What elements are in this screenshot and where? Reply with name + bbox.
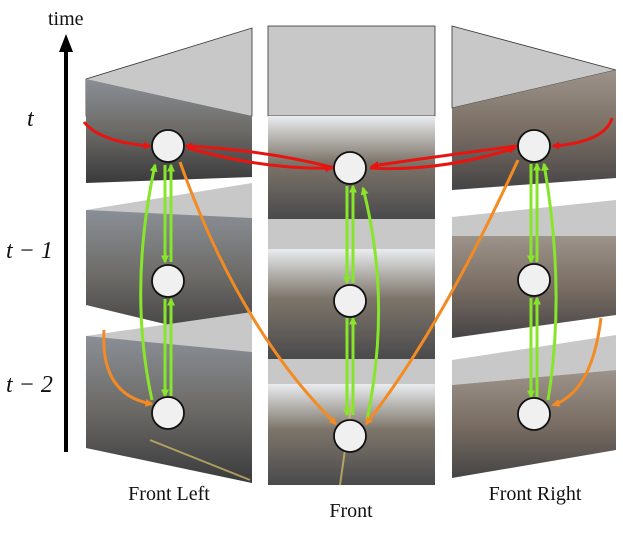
- node-front-t-minus-2: [333, 419, 367, 453]
- node-front-t: [333, 151, 367, 185]
- edge-left-entry-to-fl-t-2: [102, 329, 154, 407]
- cross-edges: [102, 159, 603, 426]
- front-right-frame-t-minus-1: [452, 200, 616, 236]
- time-label-t: t: [27, 106, 35, 132]
- spatial-edges: [82, 117, 614, 173]
- edge-fr-t-2-to-t: [541, 162, 558, 401]
- front-left-frame-t-minus-1: [86, 183, 252, 218]
- node-front-right-t-minus-2: [517, 397, 551, 431]
- time-axis-label: time: [48, 8, 84, 30]
- edge-fr-t-to-f-t-2: [364, 159, 520, 426]
- edge-right-entry-to-fr-t-2: [551, 317, 603, 407]
- node-front-right-t: [517, 129, 551, 163]
- node-front-left-t-minus-2: [151, 396, 185, 430]
- edge-f-t-2-to-t: [360, 186, 381, 421]
- edge-fl-t-2-to-t: [139, 163, 158, 401]
- edge-fr-t-to-f-t: [370, 144, 518, 170]
- node-front-right-t-minus-1: [517, 263, 551, 297]
- node-front-t-minus-1: [333, 284, 367, 318]
- time-axis-arrowhead: [59, 34, 73, 52]
- time-label-t-minus-2: t − 2: [6, 372, 53, 398]
- temporal-edges: [139, 162, 558, 421]
- camera-label-front: Front: [329, 500, 373, 522]
- edge-f-t-to-fr-t: [369, 146, 517, 171]
- front-left-road-line: [149, 439, 251, 481]
- time-label-t-minus-1: t − 1: [6, 238, 53, 264]
- edge-f-t-to-fl-t: [184, 142, 336, 170]
- node-front-left-t: [151, 129, 185, 163]
- camera-label-front-right: Front Right: [489, 483, 582, 505]
- front-right-frame-t-minus-2: [452, 335, 616, 385]
- graph-nodes: [151, 129, 551, 453]
- edge-right-entry-to-fr-t: [551, 117, 614, 150]
- node-front-left-t-minus-1: [151, 264, 185, 298]
- edge-fl-t-to-f-t: [187, 146, 334, 173]
- edge-fl-t-to-f-t-2: [178, 161, 338, 426]
- front-frame-t: [267, 25, 436, 117]
- camera-label-front-left: Front Left: [128, 483, 210, 505]
- edge-left-entry-to-fl-t: [82, 121, 152, 150]
